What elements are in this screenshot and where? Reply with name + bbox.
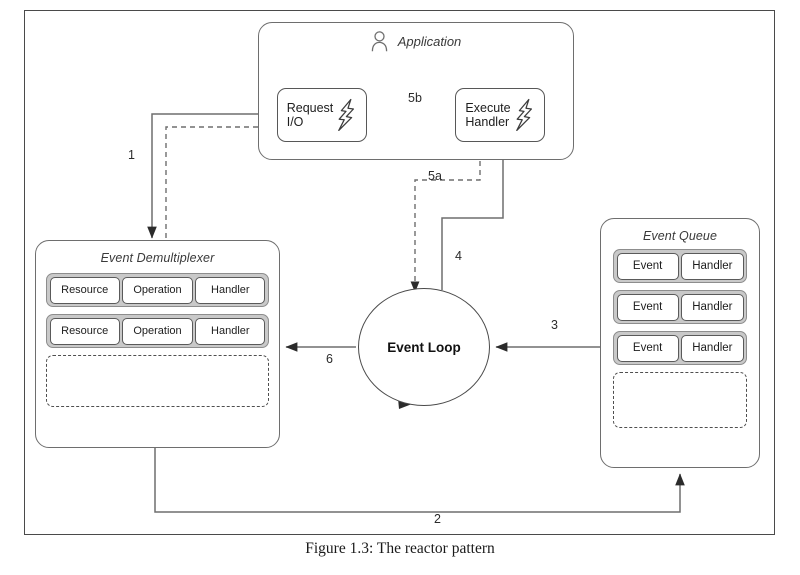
demux-cell-operation: Operation xyxy=(122,276,193,304)
queue-cell-handler: Handler xyxy=(681,334,744,362)
application-title-row: Application xyxy=(259,31,573,52)
application-title: Application xyxy=(397,34,462,49)
event-queue-empty-slot xyxy=(613,372,747,428)
step-label-3: 3 xyxy=(551,318,558,332)
event-demultiplexer-container: Event Demultiplexer Resource Operation H… xyxy=(35,240,280,448)
event-queue-rows: Event Handler Event Handler Event Handle… xyxy=(613,249,747,428)
execute-handler-box[interactable]: Execute Handler xyxy=(455,88,545,142)
event-loop-label: Event Loop xyxy=(387,339,461,355)
table-row[interactable]: Resource Operation Handler xyxy=(46,273,269,307)
queue-cell-event: Event xyxy=(616,334,679,362)
demux-cell-resource: Resource xyxy=(49,276,120,304)
table-row[interactable]: Resource Operation Handler xyxy=(46,314,269,348)
request-io-box[interactable]: Request I/O xyxy=(277,88,367,142)
event-demultiplexer-title: Event Demultiplexer xyxy=(100,251,215,265)
queue-cell-handler: Handler xyxy=(681,293,744,321)
step-label-5b: 5b xyxy=(408,91,422,105)
demux-cell-resource: Resource xyxy=(49,317,120,345)
lightning-bolt-icon xyxy=(515,98,535,132)
table-row[interactable]: Event Handler xyxy=(613,331,747,365)
table-row[interactable]: Event Handler xyxy=(613,249,747,283)
demux-cell-operation: Operation xyxy=(122,317,193,345)
step-label-1: 1 xyxy=(128,148,135,162)
demultiplexer-rows: Resource Operation Handler Resource Oper… xyxy=(46,273,269,407)
demultiplexer-empty-slot xyxy=(46,355,269,407)
step-label-4: 4 xyxy=(455,249,462,263)
request-io-label: Request I/O xyxy=(286,101,334,129)
table-row[interactable]: Event Handler xyxy=(613,290,747,324)
demux-cell-handler: Handler xyxy=(195,276,266,304)
queue-cell-event: Event xyxy=(616,293,679,321)
demux-cell-handler: Handler xyxy=(195,317,266,345)
step-label-6: 6 xyxy=(326,352,333,366)
person-icon xyxy=(371,31,388,52)
event-loop-node[interactable]: Event Loop xyxy=(358,288,490,406)
queue-cell-handler: Handler xyxy=(681,252,744,280)
queue-cell-event: Event xyxy=(616,252,679,280)
event-queue-title: Event Queue xyxy=(642,229,718,243)
event-queue-container: Event Queue Event Handler Event Handler … xyxy=(600,218,760,468)
step-label-2: 2 xyxy=(434,512,441,526)
lightning-bolt-icon xyxy=(337,98,357,132)
execute-handler-label: Execute Handler xyxy=(465,101,511,129)
figure-caption: Figure 1.3: The reactor pattern xyxy=(305,540,495,557)
step-label-5a: 5a xyxy=(428,169,442,183)
